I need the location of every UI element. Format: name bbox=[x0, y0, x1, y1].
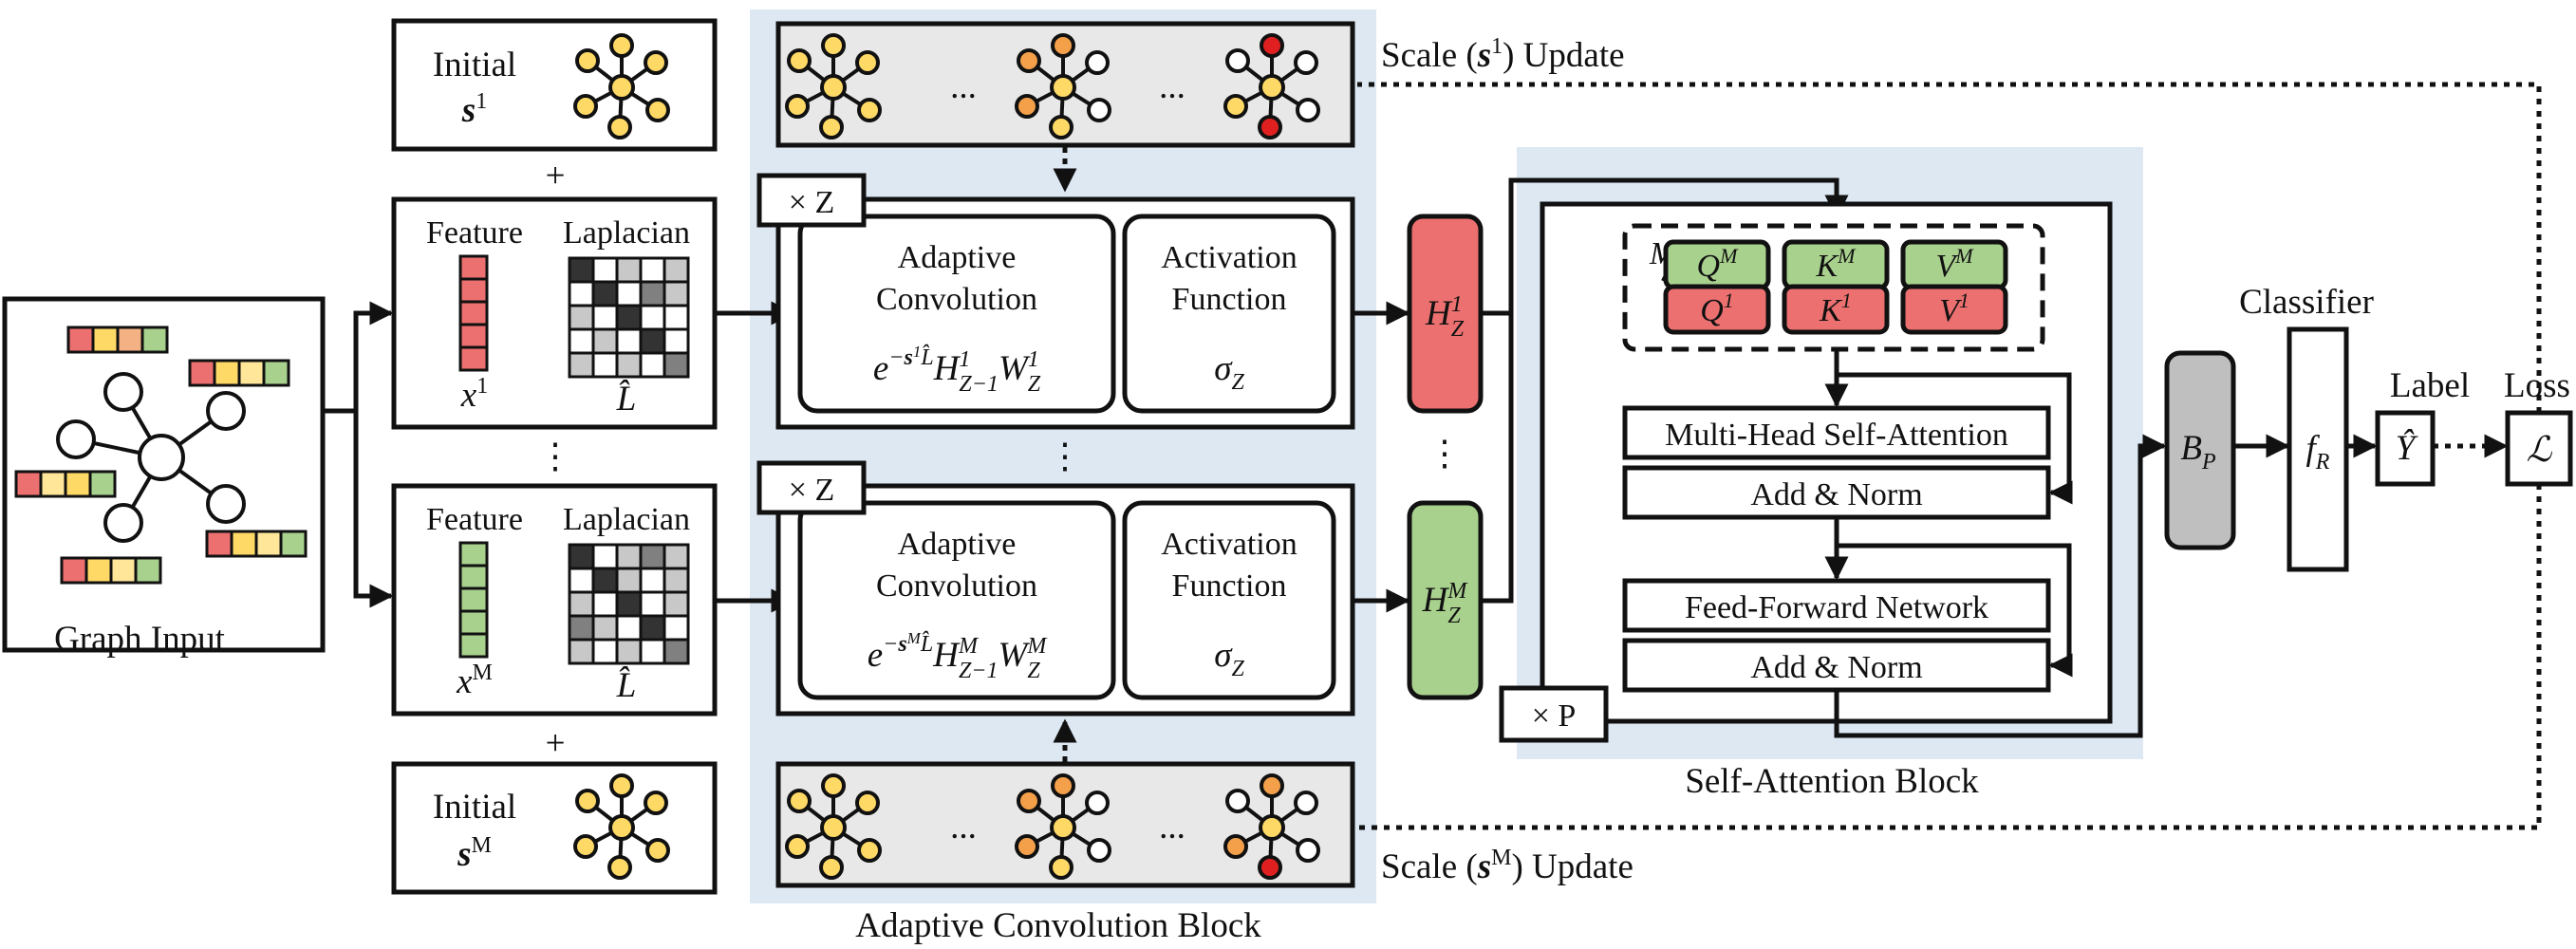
star-graph-icon bbox=[1015, 33, 1111, 140]
svg-text:s1: s1 bbox=[461, 89, 487, 130]
label-box: Ŷ bbox=[2375, 410, 2436, 487]
label-title: Label bbox=[2390, 366, 2470, 405]
svg-text:KM: KM bbox=[1815, 244, 1857, 284]
plus-bottom: + bbox=[546, 724, 566, 763]
classifier-title: Classifier bbox=[2239, 283, 2374, 322]
svg-text:HMZ: HMZ bbox=[1422, 579, 1469, 628]
star-graph-icon bbox=[1223, 773, 1320, 880]
svg-text:H1Z: H1Z bbox=[1425, 292, 1465, 342]
svg-text:Q1: Q1 bbox=[1700, 288, 1734, 328]
feature-vector-top bbox=[458, 254, 489, 372]
scale-row-bottom: ... ... bbox=[775, 761, 1355, 888]
repeat-p bbox=[1499, 685, 1609, 743]
svg-text:× P: × P bbox=[1532, 698, 1577, 734]
ffn-box bbox=[1622, 578, 2051, 633]
scale-update-top: Scale (s1) Update bbox=[1381, 34, 1625, 75]
star-graph-icon bbox=[785, 773, 882, 880]
svg-text:...: ... bbox=[1159, 808, 1185, 847]
svg-text:Ŷ: Ŷ bbox=[2396, 428, 2418, 468]
vdots-left: ⋮ bbox=[538, 437, 573, 476]
svg-text:Laplacian: Laplacian bbox=[563, 502, 690, 537]
svg-text:Initial: Initial bbox=[433, 788, 516, 827]
bp-box: BP bbox=[2164, 350, 2236, 550]
graph-input-label: Graph Input bbox=[54, 620, 226, 659]
svg-text:Initial: Initial bbox=[433, 46, 516, 84]
feedback-loop-top bbox=[1357, 82, 2542, 413]
graph-input-network bbox=[56, 372, 246, 543]
graph-input: Graph Input bbox=[2, 296, 326, 659]
svg-text:× Z: × Z bbox=[789, 473, 834, 508]
initial-scale-bottom: Initial sM bbox=[391, 761, 718, 895]
svg-text:sM: sM bbox=[457, 833, 492, 874]
scale-row-top: ... ... bbox=[775, 21, 1355, 148]
svg-text:...: ... bbox=[950, 808, 977, 847]
graph-input-feature-bars bbox=[14, 326, 308, 585]
svg-text:Laplacian: Laplacian bbox=[563, 215, 690, 251]
feedback-loop-bottom bbox=[1357, 484, 2542, 830]
svg-text:L̂: L̂ bbox=[616, 379, 637, 419]
plus-top: + bbox=[546, 157, 566, 195]
svg-text:...: ... bbox=[1159, 67, 1185, 106]
add-norm-bottom bbox=[1622, 638, 2051, 693]
svg-text:V1: V1 bbox=[1939, 288, 1969, 328]
svg-text:K1: K1 bbox=[1819, 288, 1852, 328]
svg-text:Function: Function bbox=[1172, 568, 1287, 604]
vdots-h: ⋮ bbox=[1428, 435, 1463, 474]
vdots-middle: ⋮ bbox=[1048, 437, 1083, 476]
star-graph-icon bbox=[1015, 773, 1111, 880]
svg-text:BP: BP bbox=[2180, 429, 2216, 474]
svg-text:xM: xM bbox=[456, 661, 493, 701]
star-graph-icon bbox=[785, 33, 882, 140]
svg-text:Convolution: Convolution bbox=[876, 568, 1037, 604]
svg-text:Add & Norm: Add & Norm bbox=[1750, 477, 1922, 512]
feature-laplacian-bottom: Feature Laplacian xM L̂ bbox=[391, 483, 718, 716]
repeat-z-bottom bbox=[756, 460, 867, 515]
repeat-z-top bbox=[756, 173, 867, 228]
svg-text:σZ: σZ bbox=[1214, 636, 1244, 681]
loss-box: ℒ bbox=[2505, 410, 2573, 487]
adaptive-block-title: Adaptive Convolution Block bbox=[855, 906, 1261, 945]
svg-text:x1: x1 bbox=[460, 374, 488, 415]
svg-text:Adaptive: Adaptive bbox=[898, 527, 1017, 562]
mhsa-box bbox=[1622, 405, 2051, 460]
svg-text:Adaptive: Adaptive bbox=[898, 240, 1017, 275]
laplacian-matrix-bottom bbox=[568, 543, 690, 665]
feature-vector-bottom bbox=[458, 541, 489, 659]
svg-text:Feature: Feature bbox=[426, 502, 523, 537]
laplacian-matrix-top bbox=[568, 256, 690, 379]
svg-text:Multi-Head Self-Attention: Multi-Head Self-Attention bbox=[1665, 418, 2008, 453]
feature-laplacian-top: Feature Laplacian x1 L̂ bbox=[391, 196, 718, 430]
svg-text:Convolution: Convolution bbox=[876, 282, 1037, 317]
classifier-box: fR bbox=[2287, 326, 2349, 572]
svg-text:Function: Function bbox=[1172, 282, 1287, 317]
svg-text:QM: QM bbox=[1697, 244, 1740, 284]
attention-block-title: Self-Attention Block bbox=[1685, 762, 1979, 801]
svg-text:σZ: σZ bbox=[1214, 349, 1244, 395]
svg-text:Feed-Forward Network: Feed-Forward Network bbox=[1685, 590, 1988, 625]
initial-scale-top: Initial s1 bbox=[391, 18, 718, 152]
svg-text:...: ... bbox=[950, 67, 977, 106]
svg-text:L̂: L̂ bbox=[616, 665, 637, 705]
svg-text:Activation: Activation bbox=[1161, 240, 1297, 275]
svg-text:Add & Norm: Add & Norm bbox=[1750, 650, 1922, 685]
svg-text:× Z: × Z bbox=[789, 185, 834, 220]
svg-text:Feature: Feature bbox=[426, 215, 523, 251]
svg-text:ℒ: ℒ bbox=[2527, 431, 2553, 470]
star-graph-icon bbox=[1223, 33, 1320, 140]
star-graph-icon bbox=[573, 33, 670, 140]
star-graph-icon bbox=[573, 773, 670, 880]
scale-update-bottom: Scale (sM) Update bbox=[1381, 846, 1633, 886]
svg-text:Activation: Activation bbox=[1161, 527, 1297, 562]
qkv-heads-1: Q1 K1 V1 bbox=[1663, 284, 2008, 335]
